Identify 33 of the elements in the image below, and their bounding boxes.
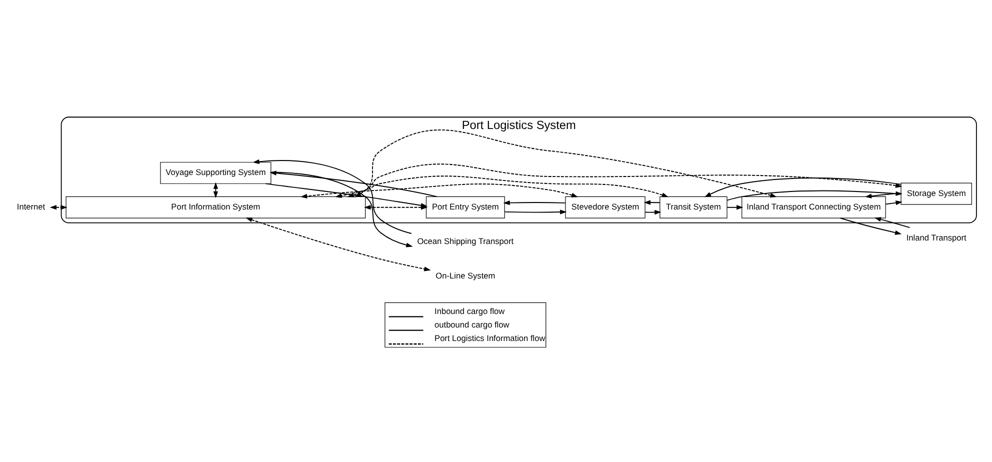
node-box: Stevedore System <box>565 196 646 218</box>
arrow <box>50 205 68 210</box>
arrow <box>354 130 777 198</box>
legend-label: Port Logistics Information flow <box>434 333 546 344</box>
legend-label: Inbound cargo flow <box>434 306 505 316</box>
arrow <box>644 210 662 215</box>
node-box: Voyage Supporting System <box>160 162 272 184</box>
arrow <box>874 217 910 228</box>
node-text: Internet <box>16 202 46 212</box>
arrow <box>864 192 902 198</box>
node-text: On-Line System <box>436 270 496 280</box>
arrow <box>252 159 412 234</box>
arrow <box>504 210 567 214</box>
arrow <box>726 205 744 210</box>
legend-label: outbound cargo flow <box>434 319 510 330</box>
node-box: Port Information System <box>66 196 366 218</box>
node-box: Inland Transport Connecting System <box>742 196 886 218</box>
arrow <box>213 182 218 198</box>
node-box: Storage System <box>900 182 972 205</box>
arrow <box>300 184 578 198</box>
arrow <box>270 172 413 248</box>
node-box: Transit System <box>660 196 728 218</box>
node-text: Ocean Shipping Transport <box>417 236 514 246</box>
arrow <box>885 200 902 206</box>
arrow <box>270 170 438 198</box>
node-box: Port Entry System <box>426 196 505 218</box>
arrow <box>364 205 428 210</box>
arrow <box>246 218 431 272</box>
arrow <box>644 200 660 205</box>
node-text: Inland Transport <box>906 232 966 242</box>
arrow <box>840 218 902 235</box>
arrow <box>503 200 566 206</box>
arrow <box>335 176 669 198</box>
